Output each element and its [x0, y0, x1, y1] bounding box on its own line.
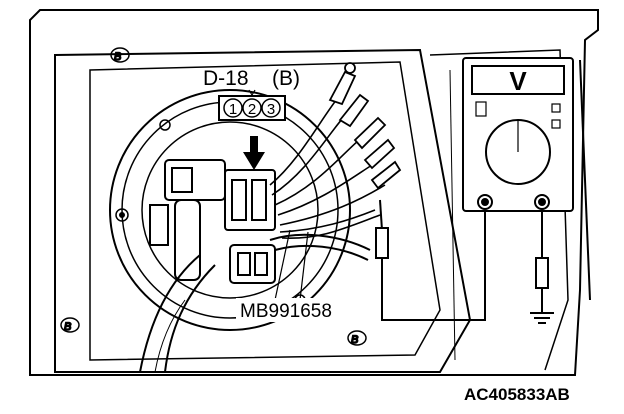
pin-3-label: 3	[267, 101, 275, 118]
photo-frame	[29, 9, 599, 376]
pin-2-label: 2	[248, 101, 256, 118]
connector-pin-diagram: 1 2 3	[218, 89, 286, 121]
harness-wires	[269, 94, 386, 240]
diagram-id: AC405833AB	[464, 385, 570, 404]
pin-1-label: 1	[229, 101, 237, 118]
tool-label: MB991658	[240, 301, 332, 322]
panel-mark-2: B	[64, 321, 71, 333]
test-clips	[328, 62, 402, 190]
meter-unit-label: V	[509, 66, 527, 96]
connector-color-code: (B)	[272, 67, 300, 90]
panel-marks: B B B	[60, 47, 367, 347]
ground-icon	[530, 312, 554, 324]
tool-leader-lines	[274, 229, 309, 301]
tool-label-backdrop	[236, 298, 356, 322]
fuel-hoses	[139, 233, 371, 373]
voltmeter-icon	[462, 57, 574, 212]
panel-mark-1: B	[114, 51, 121, 63]
down-arrow-icon	[243, 136, 265, 170]
test-probe	[375, 199, 549, 321]
connector-name: D-18	[203, 67, 249, 90]
panel-mark-3: B	[351, 334, 358, 346]
connector-housing	[149, 159, 276, 284]
